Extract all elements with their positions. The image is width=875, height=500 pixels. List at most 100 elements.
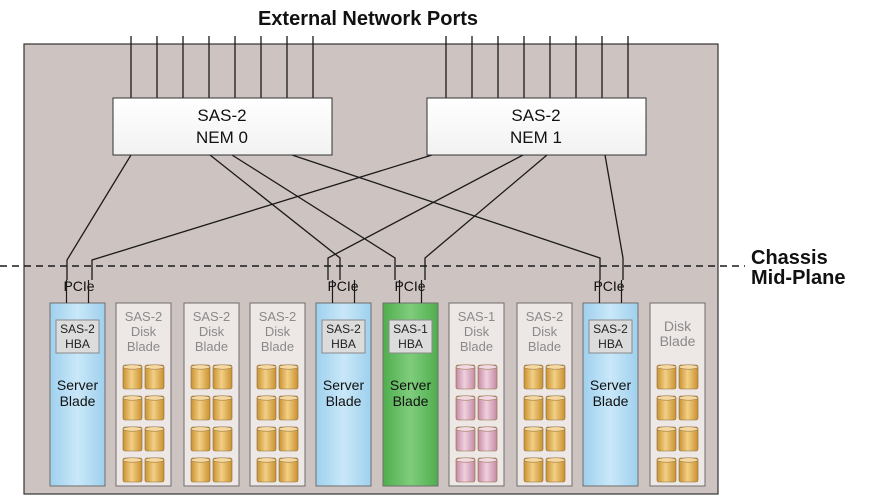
external-port-lines — [130, 36, 629, 98]
hba-label-line: HBA — [65, 337, 90, 351]
disk-drive-icon — [545, 426, 566, 452]
disk-drive-icon — [477, 426, 498, 452]
pcie-label-slot-1: PCIe — [63, 278, 94, 294]
disk-drive-icon — [477, 364, 498, 390]
disk-drive-icon — [278, 364, 299, 390]
disk-drive-icon — [256, 395, 277, 421]
disk-drive-icon — [144, 457, 165, 483]
blade-label-line: Server — [390, 377, 432, 393]
disk-drive-icon — [455, 426, 476, 452]
disk-drive-icon — [212, 457, 233, 483]
midplane-label-line-1: Chassis — [751, 247, 828, 269]
blade-label-line: Blade — [528, 339, 561, 354]
sas-link-line — [327, 154, 524, 280]
blade-label-line: Blade — [326, 393, 362, 409]
blade-label-line: Disk — [131, 324, 157, 339]
disk-drive-icon — [190, 426, 211, 452]
disk-drive-icon — [545, 395, 566, 421]
disk-drive-icon — [122, 364, 143, 390]
blade-label-line: Blade — [460, 339, 493, 354]
blade-label-line: Blade — [393, 393, 429, 409]
disk-drive-icon — [545, 364, 566, 390]
disk-drive-icon — [678, 395, 699, 421]
nem-1-line-2: NEM 1 — [510, 128, 562, 147]
blade-label-line: Blade — [60, 393, 96, 409]
hba-label-line: HBA — [398, 337, 423, 351]
disk-drive-icon — [144, 426, 165, 452]
blade-body — [249, 302, 306, 487]
sas-link-line — [91, 154, 433, 280]
hba-chip — [55, 319, 100, 354]
disk-drive-icon — [656, 457, 677, 483]
disk-drive-icon — [678, 457, 699, 483]
sas-link-line — [209, 154, 341, 280]
hba-label-line: SAS-2 — [60, 322, 95, 336]
blade-label-line: SAS-2 — [193, 309, 231, 324]
blade-label-line: SAS-2 — [125, 309, 163, 324]
hba-label-line: SAS-1 — [393, 322, 428, 336]
disk-drive-icon — [278, 457, 299, 483]
hba-label-line: HBA — [331, 337, 356, 351]
hba-label-line: HBA — [598, 337, 623, 351]
disk-drive-icon — [523, 395, 544, 421]
disk-drive-icon — [656, 426, 677, 452]
disk-drive-icon — [144, 364, 165, 390]
blade-label-line: Disk — [265, 324, 291, 339]
hba-chip — [321, 319, 366, 354]
blade-body — [183, 302, 240, 487]
disk-drive-icon — [278, 395, 299, 421]
disk-drive-icon — [455, 395, 476, 421]
disk-drive-icon — [678, 426, 699, 452]
disk-drive-icon — [278, 426, 299, 452]
disk-drive-icon — [523, 426, 544, 452]
disk-drive-icon — [190, 395, 211, 421]
disk-drive-icon — [656, 364, 677, 390]
blade-label-line: Server — [57, 377, 99, 393]
blade-label-line: Disk — [664, 318, 692, 334]
pcie-label-slot-9: PCIe — [593, 278, 624, 294]
hba-chip — [588, 319, 633, 354]
disk-drive-icon — [190, 457, 211, 483]
pcie-label-slot-5: PCIe — [327, 278, 358, 294]
pcie-label-slot-6: PCIe — [394, 278, 425, 294]
blade-slots: SAS-2HBAServerBladeSAS-2DiskBladeSAS-2Di… — [49, 280, 706, 487]
nem-0-line-1: SAS-2 — [197, 106, 246, 125]
disk-drive-icon — [523, 457, 544, 483]
sas-connection-lines — [66, 154, 624, 280]
blade-body — [649, 302, 706, 487]
disk-drive-icon — [122, 457, 143, 483]
diagram-title: External Network Ports — [258, 8, 478, 30]
sas-link-line — [604, 154, 624, 280]
blade-body — [516, 302, 573, 487]
blade-label-line: SAS-2 — [259, 309, 297, 324]
disk-drive-icon — [190, 364, 211, 390]
blade-label-line: Blade — [195, 339, 228, 354]
sas-link-line — [424, 154, 548, 280]
disk-drive-icon — [122, 395, 143, 421]
blade-label-line: Disk — [199, 324, 225, 339]
blade-label-line: Server — [323, 377, 365, 393]
hba-label-line: SAS-2 — [593, 322, 628, 336]
disk-drive-icon — [656, 395, 677, 421]
disk-drive-icon — [256, 426, 277, 452]
disk-drive-icon — [212, 395, 233, 421]
nem-1-line-1: SAS-2 — [511, 106, 560, 125]
disk-drive-icon — [523, 364, 544, 390]
blade-label-line: Blade — [127, 339, 160, 354]
disk-drive-icon — [256, 457, 277, 483]
blade-body — [115, 302, 172, 487]
disk-drive-icon — [455, 364, 476, 390]
disk-drive-icon — [212, 364, 233, 390]
nem-0: SAS-2 NEM 0 — [112, 97, 333, 156]
disk-drive-icon — [212, 426, 233, 452]
hba-chip — [388, 319, 433, 354]
